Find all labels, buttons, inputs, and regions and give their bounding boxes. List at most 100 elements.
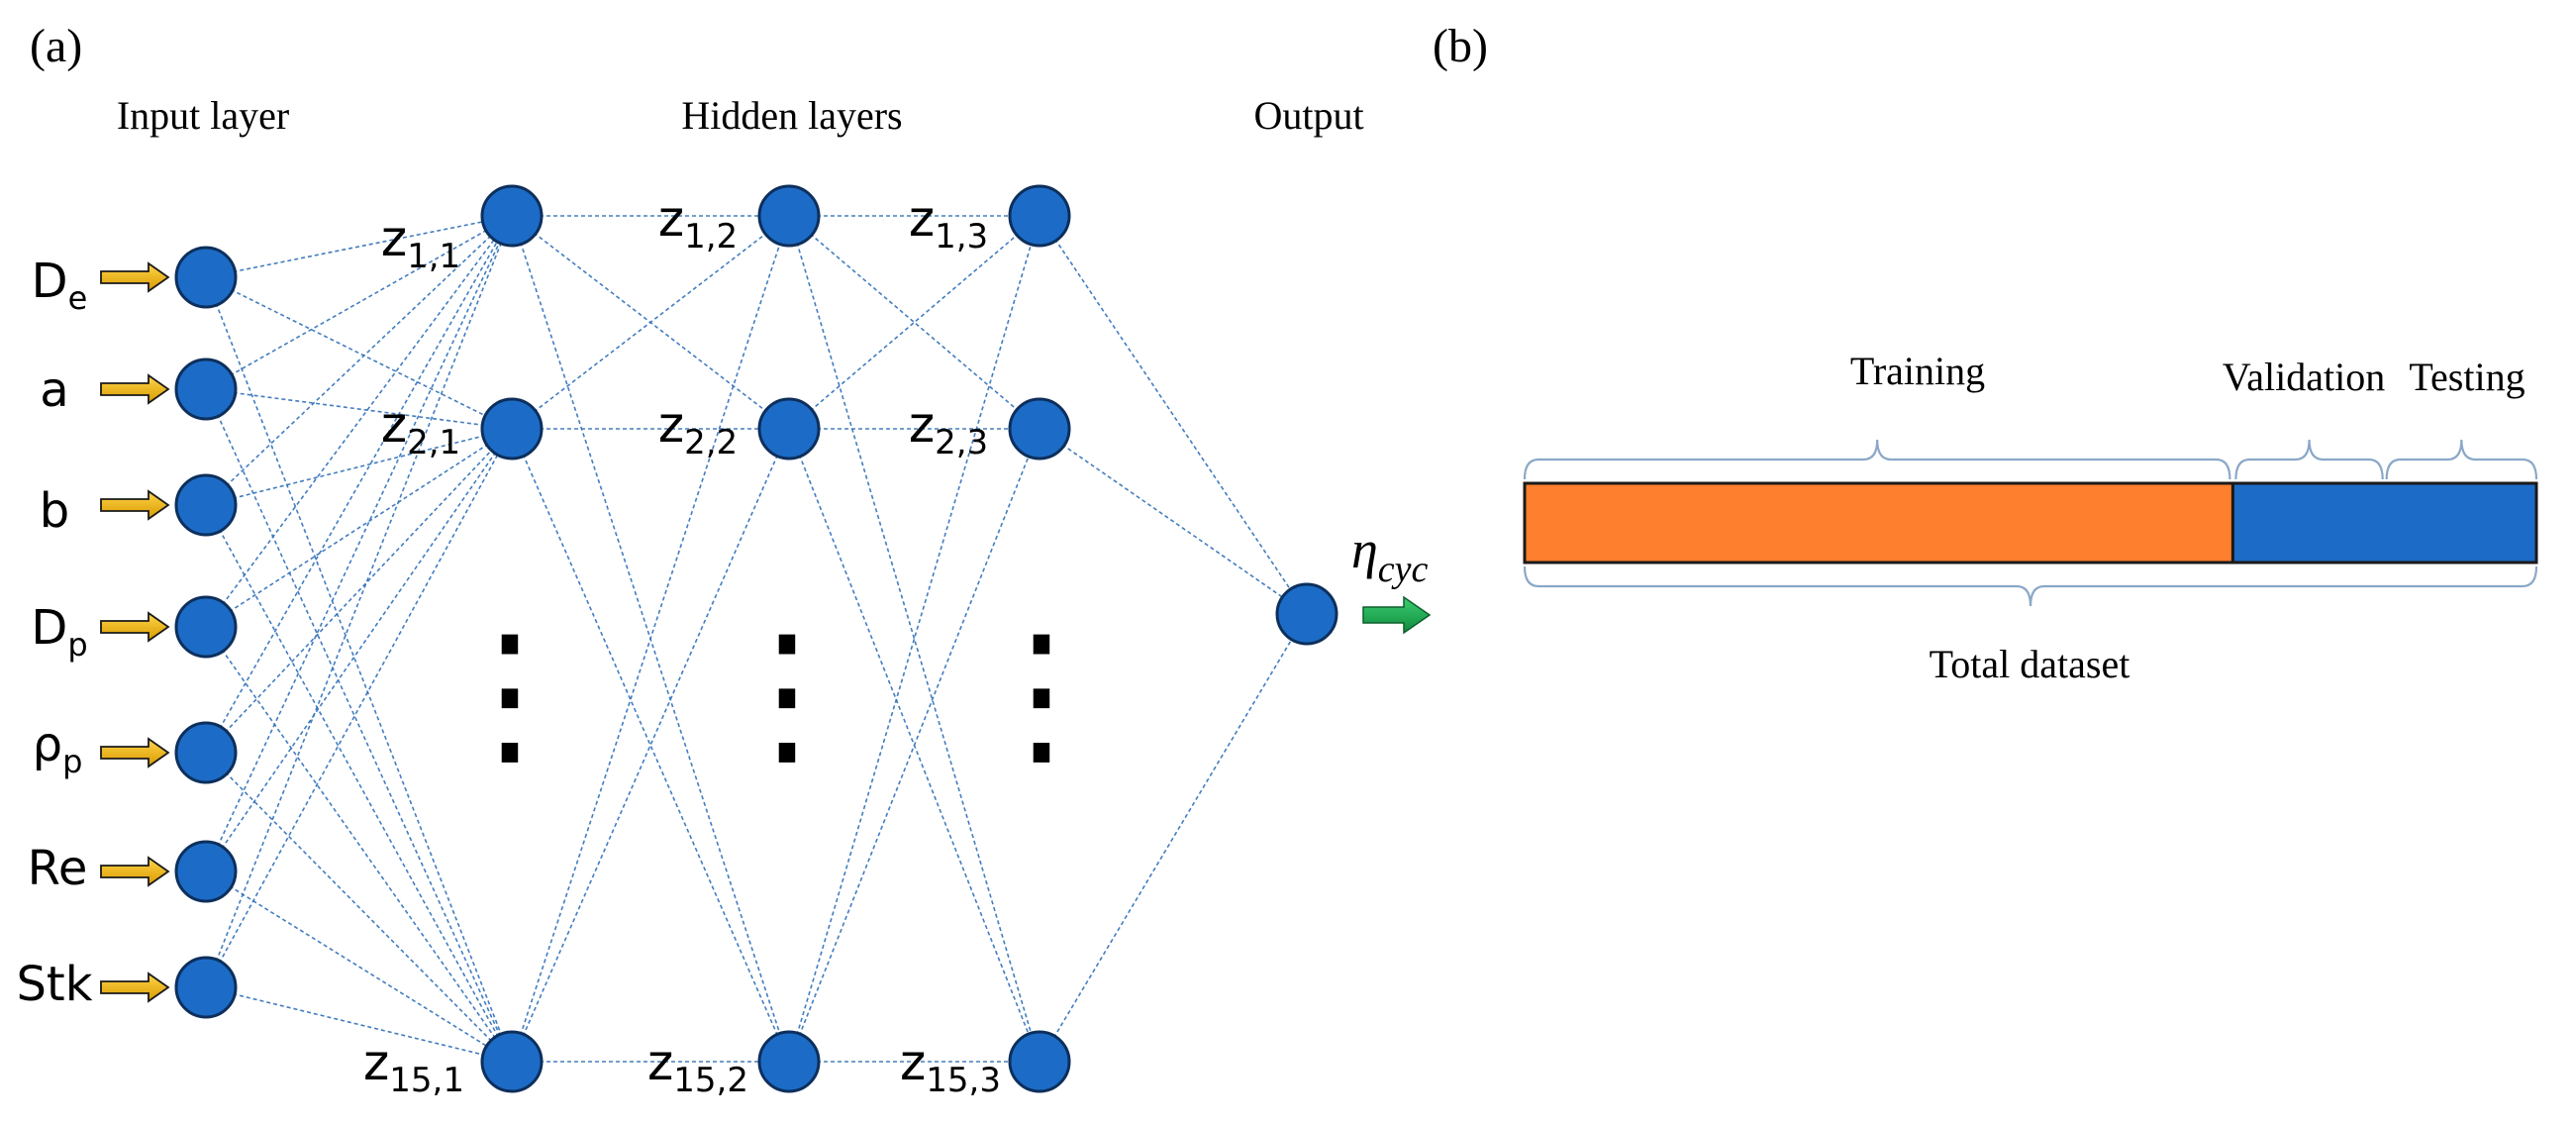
hidden-node-1-2 [480,1030,544,1093]
panel-a-label: (a) [30,20,82,72]
label-z-1-2: z1,2 [658,190,738,256]
hidden-node-3-0 [1008,184,1071,248]
input-label-re: Re [28,841,88,896]
input-arrow-0 [100,261,170,293]
edge-in-h1-6-1 [205,428,513,988]
edge-in-h1-6-0 [205,215,513,988]
input-node-2 [174,473,238,537]
validation-label: Validation [2223,355,2385,399]
ellipsis-layer-3: ⋮ [962,606,1121,782]
label-z-15-2: z15,2 [647,1034,748,1100]
edge-in-h1-3-0 [205,215,513,628]
input-arrow-4 [100,737,170,768]
input-arrows [100,261,170,1003]
total-dataset-label: Total dataset [1930,642,2130,686]
edge-in-h1-6-2 [205,986,513,1063]
label-z-1-3: z1,3 [909,190,988,256]
edge-h1-h2-2-0 [511,215,790,1063]
edge-h2-h3-2-0 [788,215,1040,1063]
network-nodes [174,184,1338,1093]
label-z-1-1: z1,1 [381,210,460,276]
input-label-stk: Stk [16,957,92,1012]
dataset-bar [1523,481,2538,564]
label-z-2-3: z2,3 [909,396,988,462]
edge-in-h1-2-1 [205,428,513,506]
input-arrow-6 [100,972,170,1003]
input-layer-header: Input layer [117,93,289,138]
hidden-node-2-2 [757,1030,821,1093]
input-label-dp: Dp [31,600,87,664]
edge-in-h1-4-1 [205,428,513,754]
hidden-node-2-0 [757,184,821,248]
input-label-a: a [40,362,68,418]
edge-in-h1-3-2 [205,626,513,1063]
brace-validation [2234,439,2384,480]
edge-in-h1-1-0 [205,215,513,390]
bar-segment-validation-testing [2230,481,2538,564]
input-label-b: b [40,483,69,539]
brace-testing [2385,439,2538,480]
dataset-braces [1523,439,2538,607]
input-node-5 [174,840,238,903]
testing-label: Testing [2409,355,2525,399]
label-z-2-1: z2,1 [381,396,460,462]
panel-b-label: (b) [1433,20,1488,72]
edge-h1-h2-1-2 [511,428,790,1063]
edge-in-h1-5-0 [205,215,513,872]
edge-in-h1-2-0 [205,215,513,506]
input-arrow-1 [100,373,170,405]
output-header: Output [1253,93,1363,138]
output-label-eta: ηcyc [1351,520,1429,590]
edge-h2-h3-0-2 [788,215,1040,1063]
edge-in-h1-1-1 [205,388,513,430]
hidden-node-2-1 [757,397,821,461]
edge-in-h1-0-2 [205,276,513,1063]
edge-h2-h3-0-1 [788,215,1040,430]
label-z-15-1: z15,1 [363,1034,464,1100]
output-node [1275,582,1338,646]
edge-in-h1-0-0 [205,215,513,278]
input-node-0 [174,246,238,309]
edge-in-h1-0-1 [205,276,513,430]
label-z-2-2: z2,2 [658,396,738,462]
hidden-node-1-1 [480,397,544,461]
edge-in-h1-4-2 [205,752,513,1063]
brace-training [1523,439,2231,480]
network-edges [205,215,1308,1063]
hidden-node-1-0 [480,184,544,248]
ellipsis-layer-1: ⋮ [431,606,589,782]
edge-in-h1-4-0 [205,215,513,754]
label-z-15-3: z15,3 [900,1034,1001,1100]
input-arrow-3 [100,611,170,643]
input-label-group: De a b Dp ρp Re Stk [16,254,92,1012]
hidden-node-3-1 [1008,397,1071,461]
input-arrow-2 [100,489,170,521]
output-arrow [1362,595,1432,635]
edge-in-h1-3-1 [205,428,513,628]
hidden-node-3-2 [1008,1030,1071,1093]
edge-h1-h2-2-1 [511,428,790,1063]
brace-total [1523,565,2538,607]
edge-h3-out-1-0 [1039,428,1308,615]
ellipsis-group: ⋮ ⋮ ⋮ [431,606,1121,782]
edge-in-h1-1-2 [205,388,513,1063]
edge-h2-h3-1-0 [788,215,1040,430]
bar-segment-training [1523,481,2234,564]
edge-h1-h2-1-0 [511,215,790,430]
edge-h3-out-0-0 [1039,215,1308,615]
input-node-1 [174,358,238,421]
input-node-6 [174,956,238,1019]
ellipsis-layer-2: ⋮ [708,606,866,782]
output-arrow-shape [1362,595,1432,635]
input-arrow-5 [100,856,170,887]
training-label: Training [1850,349,1985,393]
edge-h3-out-2-0 [1039,613,1308,1063]
input-node-4 [174,721,238,784]
edge-in-h1-2-2 [205,504,513,1063]
hidden-layers-header: Hidden layers [681,93,902,138]
input-node-3 [174,595,238,659]
edge-h2-h3-2-1 [788,428,1040,1063]
input-label-de: De [32,254,88,317]
